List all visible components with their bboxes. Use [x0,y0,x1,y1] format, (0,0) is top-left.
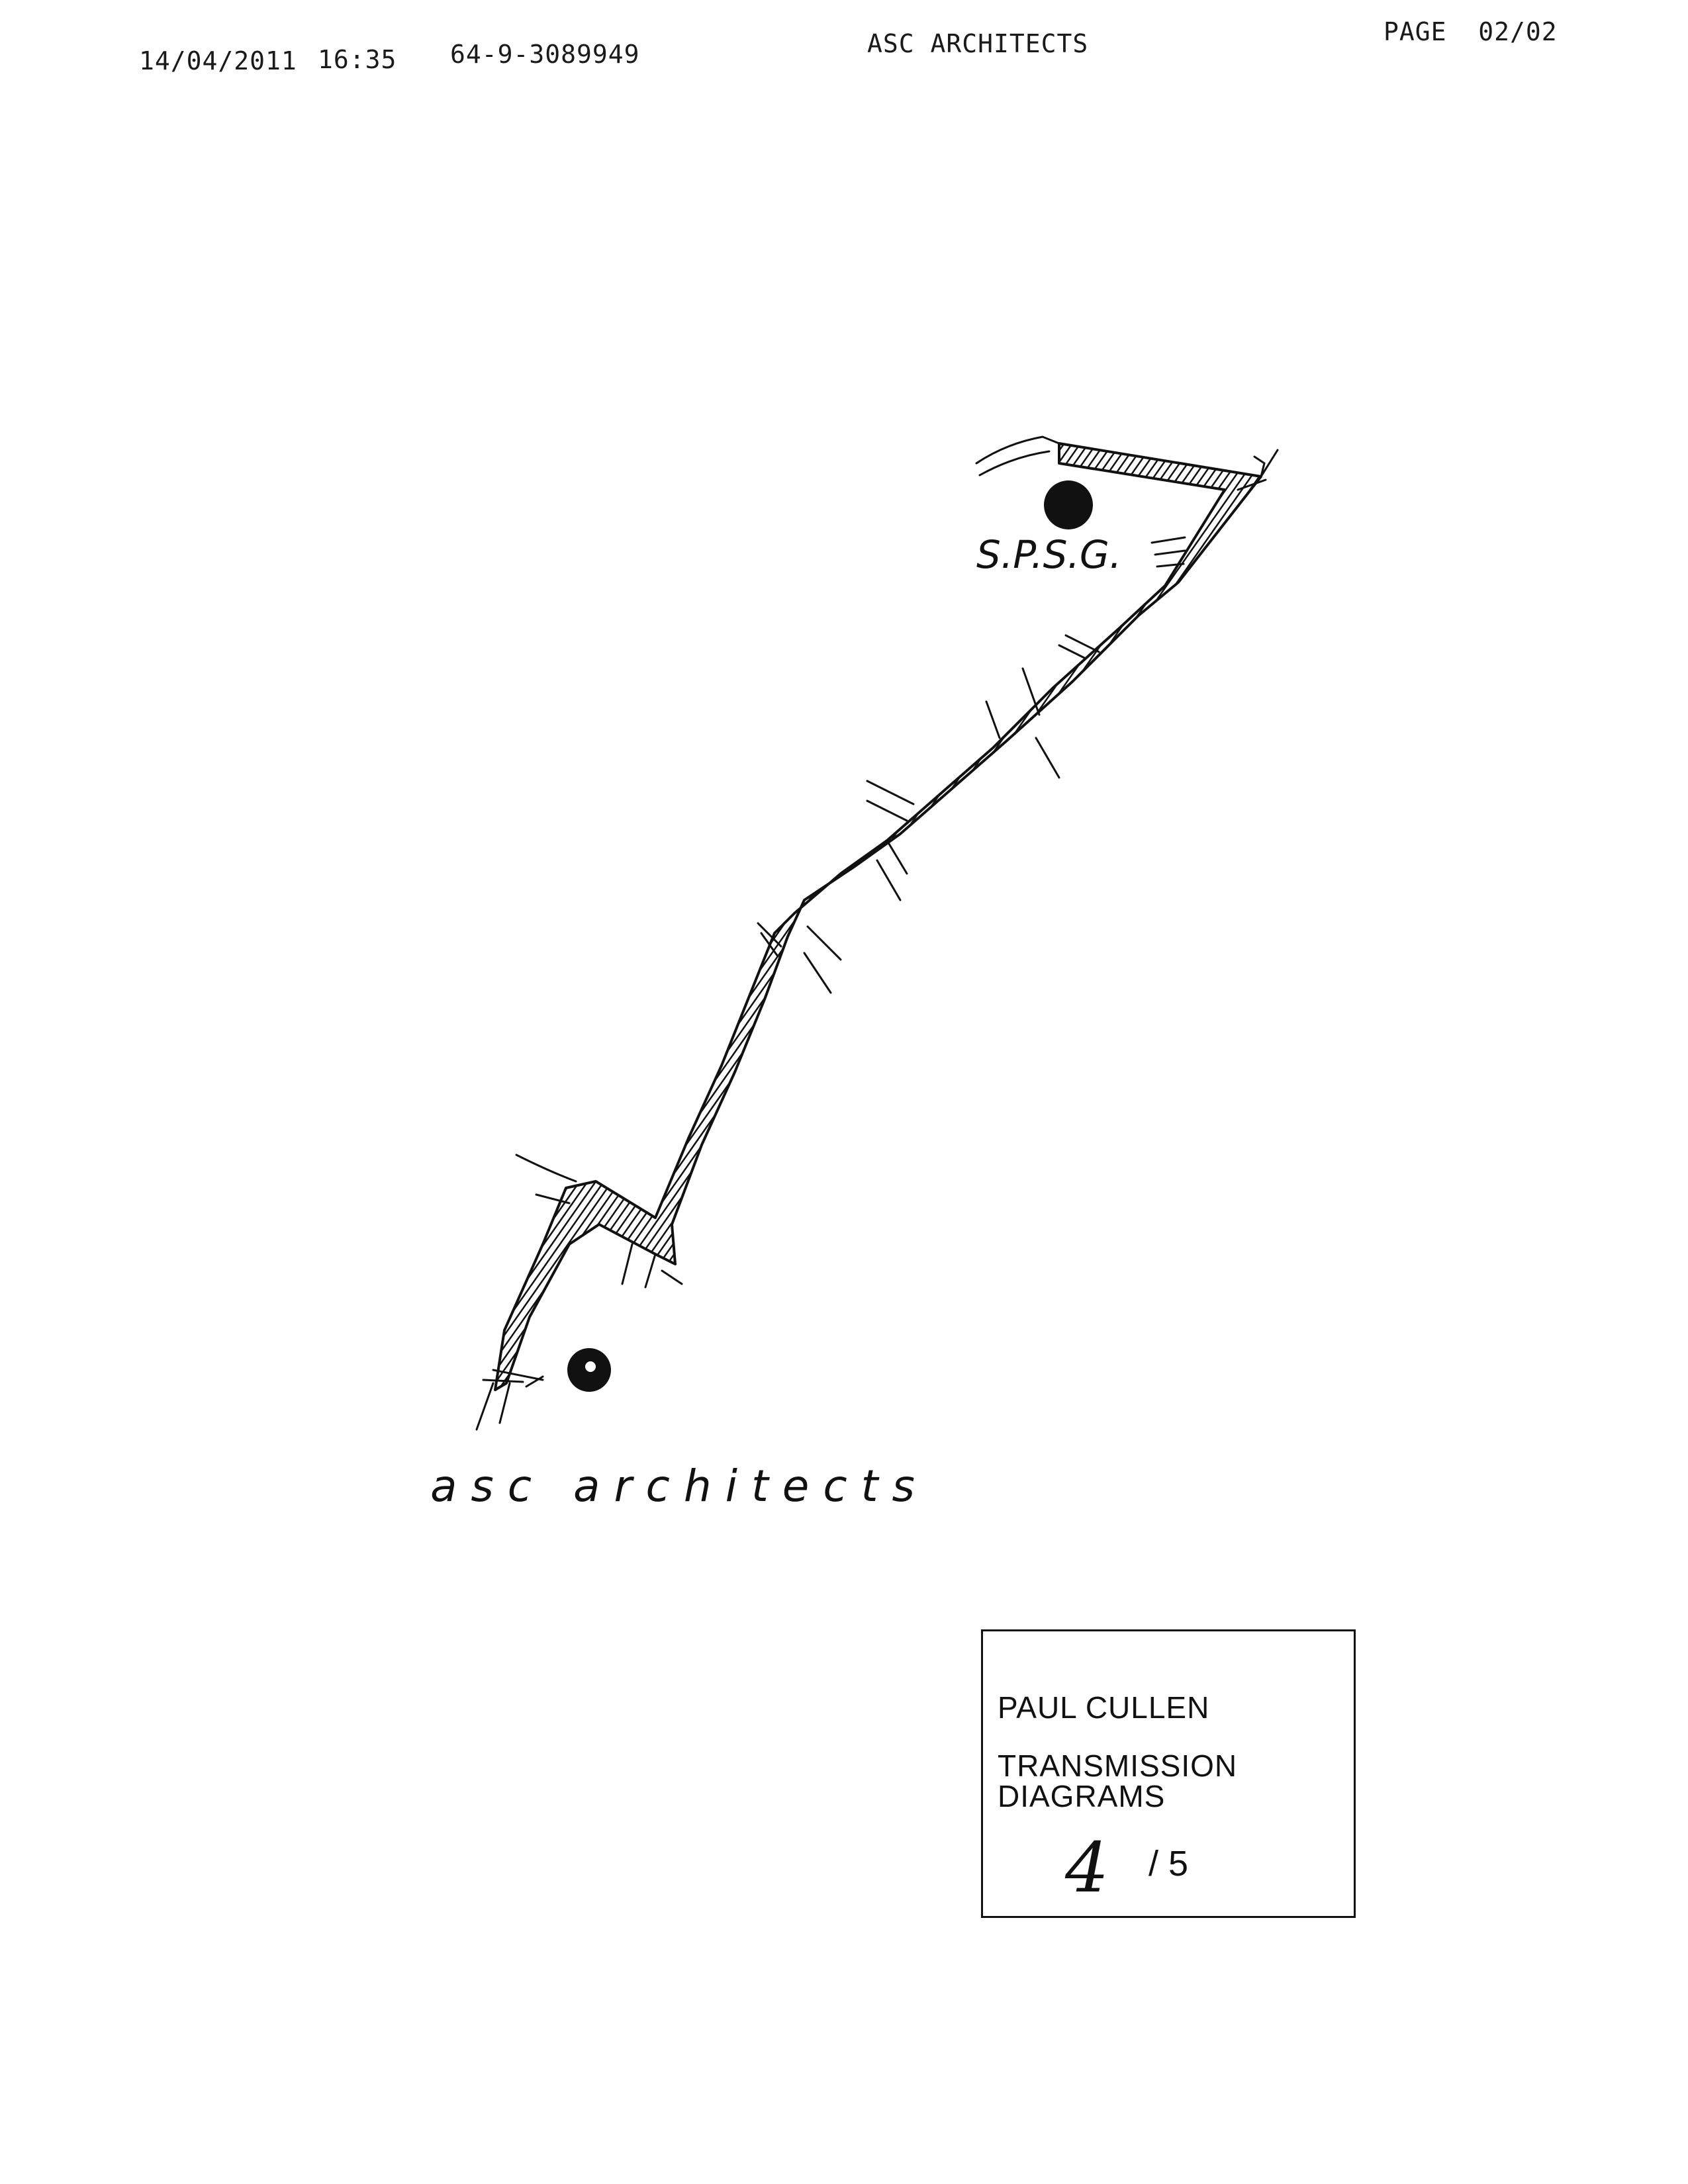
fax-number: 64-9-3089949 [450,40,640,69]
hatched-wall-band [494,442,1262,1391]
title-block: PAUL CULLEN TRANSMISSION DIAGRAMS 4 / 5 [981,1629,1356,1918]
service-point-marker [1044,480,1093,529]
marker-highlight [585,1361,596,1372]
fax-time: 16:35 [318,45,397,74]
sheet-total: / 5 [1149,1844,1189,1884]
handwritten-caption: a s c a r c h i t e c t s [430,1461,915,1512]
fax-sender: ASC ARCHITECTS [867,29,1089,58]
title-block-name: PAUL CULLEN [998,1690,1210,1725]
sketch-strokes [475,435,1279,1431]
fax-date: 14/04/2011 [139,46,297,75]
fax-header: 14/04/2011 16:35 64-9-3089949 ASC ARCHIT… [0,0,1688,93]
sketch-label-spsg: S.P.S.G. [976,532,1121,577]
title-block-subtitle-line-1: TRANSMISSION [998,1749,1238,1783]
fax-page-count: PAGE 02/02 [1383,17,1558,46]
title-block-subtitle-line-2: DIAGRAMS [998,1779,1166,1813]
sheet-number: 4 [1065,1827,1109,1908]
